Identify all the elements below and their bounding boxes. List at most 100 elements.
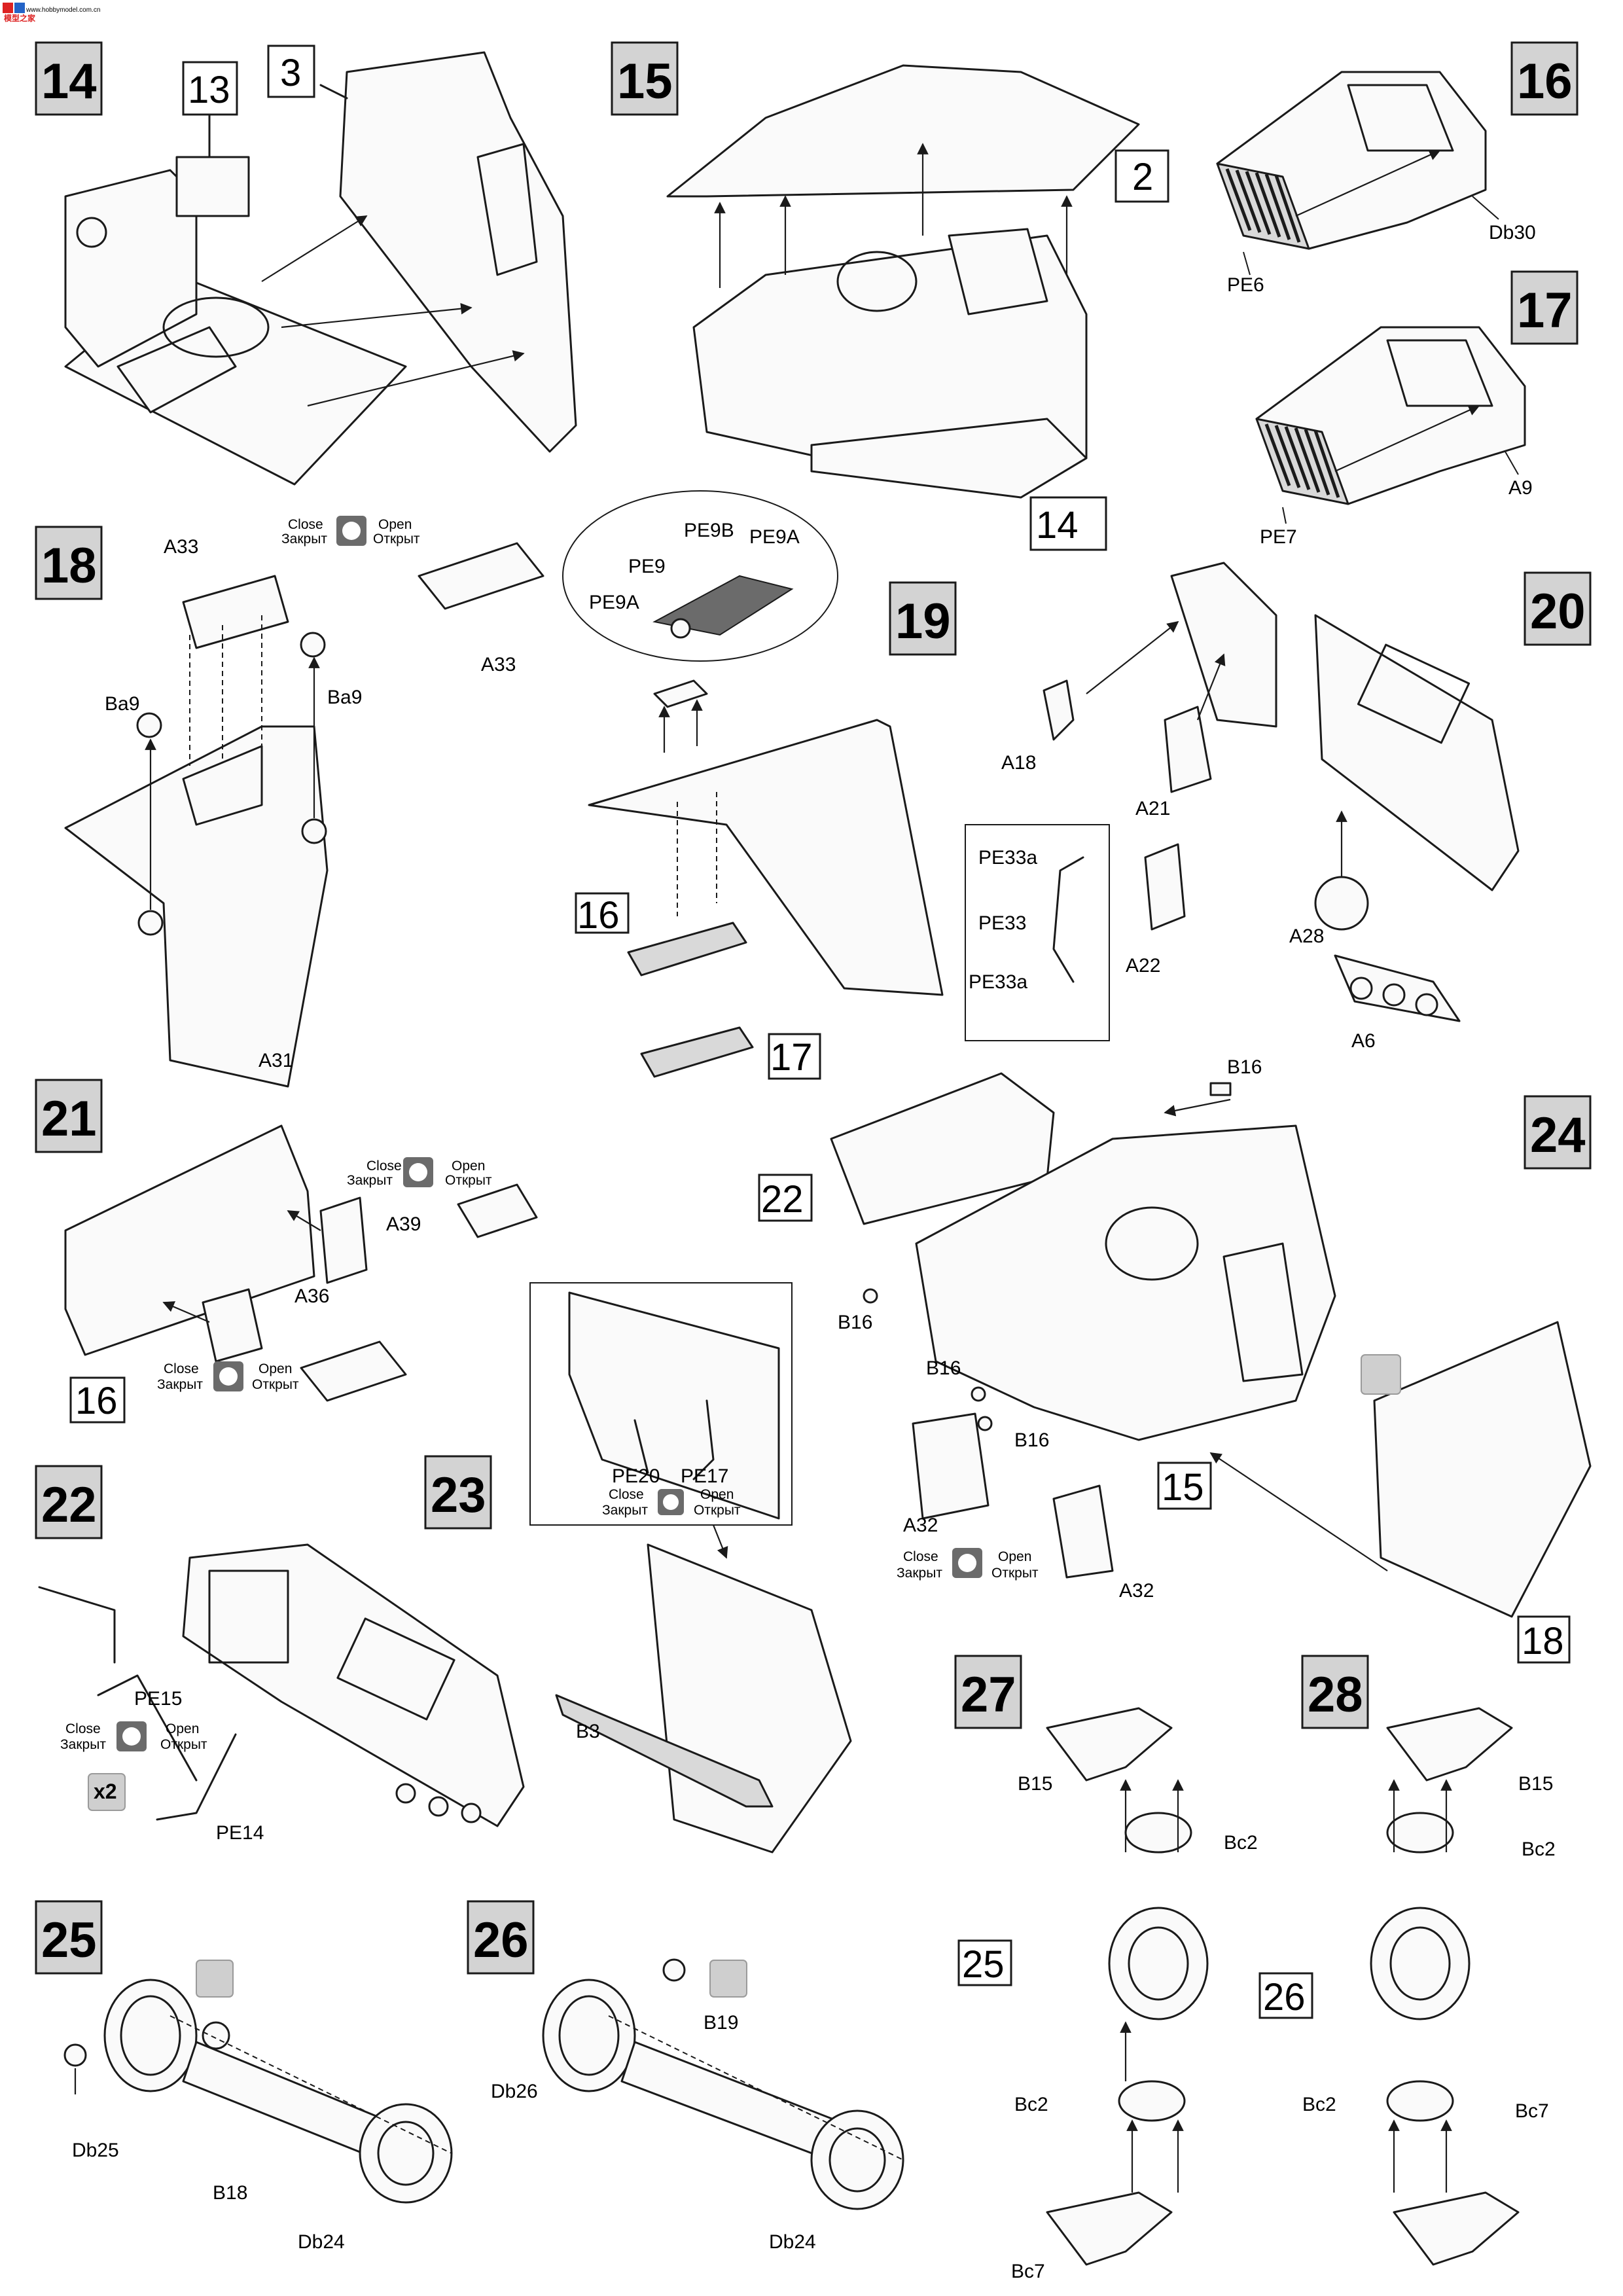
step-22-legend-open-ru: Открыт [160, 1737, 207, 1752]
step-18-label-A31: A31 [259, 1050, 293, 1071]
rifle-b3 [555, 1694, 774, 1808]
step-20-label-A6: A6 [1351, 1030, 1376, 1052]
step-23-pe17 [692, 1399, 715, 1480]
step-21-panel [64, 1124, 315, 1356]
step-27-box [954, 1655, 1022, 1729]
step-24-ref-18: 18 [1522, 1620, 1564, 1662]
grille-16 [627, 922, 747, 977]
step-24: 24 22 B16 B16 B16 B16 A32 A32 Close Закр… [758, 1056, 1592, 1664]
step-14-ref-13: 13 [188, 69, 230, 111]
step-25-number: 25 [41, 1912, 97, 1968]
step-19-panel [588, 719, 944, 996]
step-21-box [35, 1079, 103, 1153]
step-25-label-Db25: Db25 [72, 2140, 119, 2161]
step-24-dash [830, 1072, 1055, 1225]
step-28-ref-26: 26 [1263, 1976, 1306, 2018]
step-14-number: 14 [41, 54, 97, 109]
steering-wheel-15 [836, 251, 918, 312]
step-19-label-PE9: PE9 [628, 556, 666, 577]
step-25-label-B18: B18 [213, 2182, 247, 2204]
step-22-legend-close-ru: Закрыт [60, 1737, 106, 1752]
step-16-box [1510, 41, 1578, 116]
step-24-legend-open-en: Open [998, 1549, 1031, 1564]
step-14: 14 13 3 [35, 41, 577, 486]
step-19-number: 19 [895, 594, 951, 649]
hatch-a36-open [300, 1340, 407, 1402]
step-20-label-PE33a-top: PE33a [978, 847, 1037, 869]
step-20-label-PE33a-bottom: PE33a [969, 971, 1027, 993]
step-27: 27 B15 Bc2 Bc2 Bc7 25 [954, 1655, 1258, 2282]
filler-cap [76, 217, 107, 248]
step-20: 20 PE33a PE33 PE33a A18 A21 A22 A28 A6 [965, 562, 1592, 1052]
bracket-pe9 [652, 575, 794, 636]
step-20-label-PE33: PE33 [978, 912, 1026, 934]
step-16-number: 16 [1517, 54, 1573, 109]
step-17: 17 A9 PE7 [1255, 270, 1578, 548]
step-24-ref-15-box [1157, 1462, 1212, 1510]
step-27-ref-25-box [957, 1939, 1012, 1986]
axle-end-db24-26 [810, 2109, 904, 2210]
step-21-ref-16-box [69, 1376, 126, 1424]
step-18-label-Ba9-right: Ba9 [327, 687, 362, 708]
step-23-number: 23 [431, 1467, 486, 1523]
bracket-bc7-28 [1393, 2191, 1520, 2266]
step-19-box [889, 581, 957, 656]
step-28-label-Bc2-lower: Bc2 [1302, 2094, 1336, 2115]
bearing-bc2-28 [1386, 1812, 1454, 1854]
step-21-legend-close-en: Close [366, 1158, 402, 1174]
step-23-legend-open-ru: Открыт [694, 1503, 741, 1518]
step-18-legend-open-en: Open [378, 517, 412, 532]
step-26-label-Db26: Db26 [491, 2081, 538, 2102]
step-25: 25 Db25 B18 Db24 [35, 1900, 453, 2253]
step-22-pe15 [97, 1674, 198, 1782]
hatch-a39-open [457, 1183, 538, 1238]
step-20-dash-panel [1314, 614, 1520, 891]
battery-box [175, 156, 250, 217]
axle-end-db24 [359, 2103, 453, 2204]
step-21-legend-open-ru: Открыт [445, 1173, 492, 1188]
part-a22 [1144, 843, 1186, 931]
step-22-pe14 [156, 1733, 237, 1821]
step-19-label-PE9A-top: PE9A [749, 526, 800, 548]
step-23-label-B3: B3 [576, 1721, 600, 1742]
bearing-bc2-lower [1118, 2080, 1186, 2122]
bracket-b15 [1046, 1707, 1173, 1782]
step-21-legend2-open-ru: Открыт [252, 1377, 299, 1392]
step-22-label-PE14: PE14 [216, 1822, 264, 1844]
step-22: 22 PE15 PE14 Close Закрыт Open Открыт x2 [35, 1465, 525, 1844]
bearing-bc2-28-lower [1386, 2080, 1454, 2122]
step-23-pe20 [633, 1419, 649, 1474]
step-24-ref-18-box [1517, 1615, 1571, 1664]
step-20-label-A28: A28 [1289, 925, 1324, 947]
step-15-ref-2-box [1115, 149, 1169, 203]
step-17-label-PE7: PE7 [1260, 526, 1297, 548]
axle-yoke-db25 [103, 1979, 198, 2092]
step-19-ref-17-box [768, 1033, 821, 1080]
step-26-label-Db24: Db24 [769, 2231, 816, 2253]
step-27-ref-25: 25 [962, 1943, 1005, 1986]
step-20-label-A18: A18 [1001, 752, 1036, 774]
step-24-legend: Close Закрыт Open Открыт [897, 1548, 1039, 1581]
step-18-legend-open-ru: Открыт [373, 531, 420, 547]
step-23-legend: Close Закрыт Open Открыт [602, 1487, 741, 1518]
step-27-label-Bc2-lower: Bc2 [1014, 2094, 1048, 2115]
step-24-legend-close-ru: Закрыт [897, 1566, 942, 1581]
step-18-label-Ba9-left: Ba9 [105, 693, 139, 715]
step-23-label-PE17: PE17 [681, 1465, 728, 1487]
bracket-bc7 [1046, 2191, 1173, 2266]
step-21-legend2-open-en: Open [259, 1361, 292, 1376]
glue-icon [709, 1960, 747, 1998]
step-18-number: 18 [41, 538, 97, 594]
step-18-box [35, 526, 103, 600]
step-20-box [1524, 571, 1592, 646]
step-24-rear-panel [1373, 1321, 1592, 1618]
step-26: 26 B19 Db26 Db24 [467, 1900, 904, 2253]
step-19-ref-16: 16 [577, 894, 620, 937]
step-18-label-A33-open: A33 [481, 654, 516, 675]
gauge-a28 [1314, 876, 1369, 931]
step-28-box [1301, 1655, 1369, 1729]
watermark-logo: 模型之家 www.hobbymodel.com.cn [3, 3, 100, 23]
step-22-legend-close-en: Close [65, 1721, 101, 1736]
glue-icon [196, 1960, 234, 1998]
hatch-a33-open [418, 542, 544, 610]
